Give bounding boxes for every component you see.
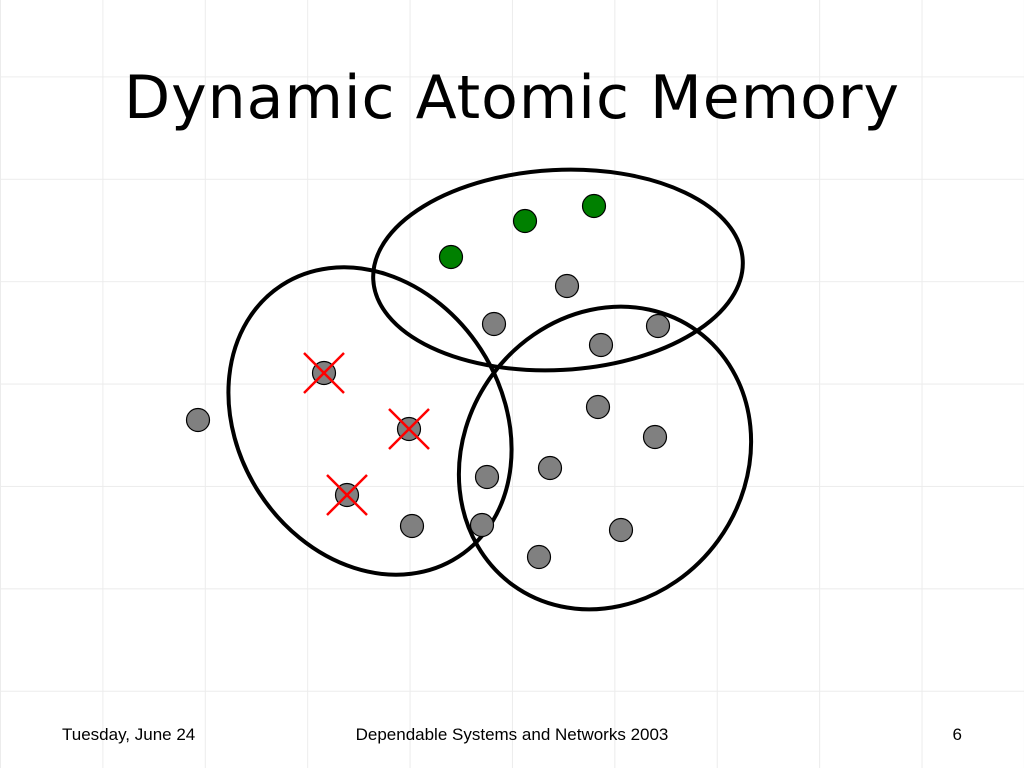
quorum-ellipses <box>226 167 754 612</box>
failure-marks <box>303 352 430 516</box>
quorum-ellipse-left <box>226 265 514 577</box>
footer-conference: Dependable Systems and Networks 2003 <box>355 725 669 744</box>
node-inactive <box>469 512 495 538</box>
node-active <box>438 244 464 270</box>
failure-cross-icon <box>303 352 345 394</box>
failure-cross-icon <box>388 408 430 450</box>
quorum-ellipse-right <box>456 304 754 612</box>
node-inactive <box>185 407 211 433</box>
node-inactive <box>474 464 500 490</box>
slide-title: Dynamic Atomic Memory <box>123 63 901 133</box>
page-number: 6 <box>952 725 962 744</box>
node-group <box>185 193 671 570</box>
node-inactive <box>526 544 552 570</box>
node-inactive <box>554 273 580 299</box>
node-inactive <box>588 332 614 358</box>
node-inactive <box>642 424 668 450</box>
failure-cross-icon <box>326 474 368 516</box>
quorum-ellipse-top <box>371 167 745 373</box>
node-inactive <box>481 311 507 337</box>
footer-date: Tuesday, June 24 <box>62 725 196 744</box>
node-active <box>581 193 607 219</box>
node-inactive <box>537 455 563 481</box>
node-inactive <box>399 513 425 539</box>
node-inactive <box>608 517 634 543</box>
node-active <box>512 208 538 234</box>
node-inactive <box>585 394 611 420</box>
node-inactive <box>645 313 671 339</box>
